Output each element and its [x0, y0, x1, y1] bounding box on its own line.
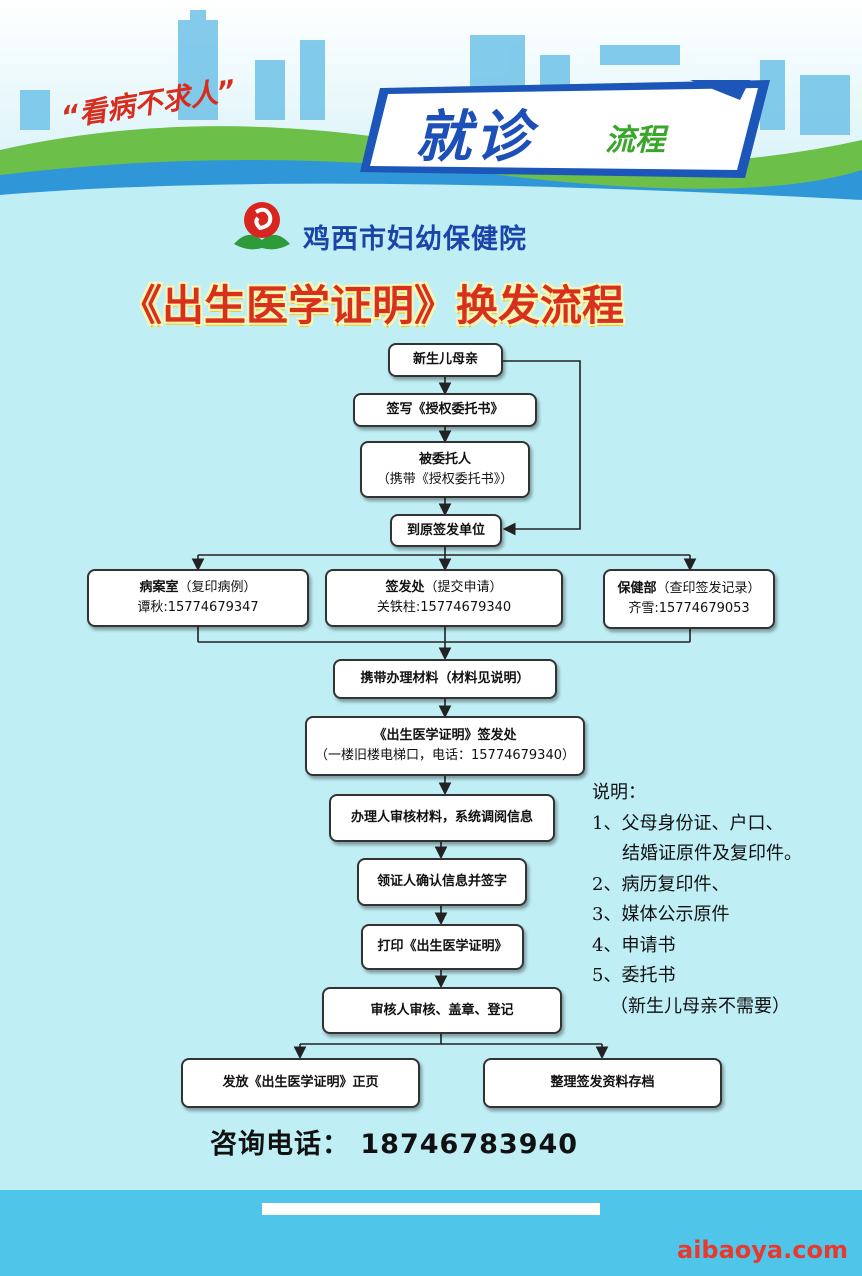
step-sign-authorization: 签写《授权委托书》	[353, 393, 537, 427]
notes-item-1a: 1、父母身份证、户口、	[592, 812, 784, 834]
footer-band	[0, 1190, 862, 1276]
notes-item-4: 4、申请书	[592, 934, 676, 956]
notes-item-5-note: （新生儿母亲不需要）	[610, 995, 790, 1017]
step-audit-stamp: 审核人审核、盖章、登记	[322, 987, 562, 1034]
notes-heading: 说明：	[592, 782, 646, 803]
branch-health-title: 保健部	[617, 581, 657, 596]
consult-phone: 咨询电话： 18746783940	[210, 1129, 579, 1160]
step-delegate: 被委托人 （携带《授权委托书》）	[360, 441, 530, 498]
step-review-materials: 办理人审核材料，系统调阅信息	[329, 794, 555, 842]
page-title: 《出生医学证明》换发流程	[120, 281, 625, 330]
step-print-certificate-label: 打印《出生医学证明》	[377, 939, 508, 954]
watermark: aibaoya.com	[677, 1236, 848, 1264]
branch-records-title: 病案室	[139, 580, 179, 595]
branch-records-room-head: 病案室（复印病例）	[139, 578, 256, 598]
step-original-office-label: 到原签发单位	[406, 522, 485, 538]
step-bring-materials-label: 携带办理材料（材料见说明）	[360, 671, 530, 686]
step-mother: 新生儿母亲	[388, 343, 503, 377]
step-audit-stamp-label: 审核人审核、盖章、登记	[370, 1002, 514, 1018]
step-delegate-title: 被委托人	[418, 451, 471, 467]
banner-sub-text: 流程	[605, 123, 665, 158]
step-issuing-desk-sub: （一楼旧楼电梯口，电话：15774679340）	[315, 748, 575, 763]
end-issue-certificate-label: 发放《出生医学证明》正页	[222, 1075, 379, 1090]
branch-health-note: （查印签发记录）	[656, 581, 761, 596]
end-issue-certificate: 发放《出生医学证明》正页	[181, 1058, 420, 1108]
step-sign-authorization-label: 签写《授权委托书》	[386, 402, 504, 417]
branch-issuing-office-head: 签发处（提交申请）	[385, 578, 502, 598]
notes-item-5: 5、委托书	[592, 965, 676, 986]
branch-records-note: （复印病例）	[178, 580, 257, 595]
notes-item-3: 3、媒体公示原件	[592, 904, 730, 925]
notes-panel: 说明： 1、父母身份证、户口、 结婚证原件及复印件。 2、病历复印件、 3、媒体…	[592, 778, 802, 1022]
end-archive-label: 整理签发资料存档	[550, 1075, 655, 1090]
branch-health-contact: 齐雪:15774679053	[628, 601, 750, 616]
step-print-certificate: 打印《出生医学证明》	[361, 924, 524, 970]
branch-issuing-contact: 关铁柱:15774679340	[376, 600, 512, 615]
hospital-name: 鸡西市妇幼保健院	[303, 224, 527, 255]
banner-main-text: 就诊	[415, 105, 535, 170]
step-mother-label: 新生儿母亲	[412, 352, 478, 367]
notes-item-2: 2、病历复印件、	[592, 873, 730, 895]
step-issuing-desk: 《出生医学证明》签发处 （一楼旧楼电梯口，电话：15774679340）	[305, 716, 585, 776]
step-issuing-desk-title: 《出生医学证明》签发处	[373, 728, 517, 743]
banner-shape	[360, 80, 770, 178]
step-delegate-sub: （携带《授权委托书》）	[376, 471, 514, 487]
step-review-materials-label: 办理人审核材料，系统调阅信息	[350, 810, 533, 825]
branch-issuing-title: 签发处	[385, 580, 425, 595]
notes-item-1b: 结婚证原件及复印件。	[622, 843, 802, 864]
step-bring-materials: 携带办理材料（材料见说明）	[333, 659, 557, 699]
branch-health-dept: 保健部（查印签发记录） 齐雪:15774679053	[603, 569, 775, 629]
hospital-logo-icon	[234, 202, 290, 250]
branch-issuing-office: 签发处（提交申请） 关铁柱:15774679340	[325, 569, 563, 627]
branch-issuing-note: （提交申请）	[424, 580, 503, 595]
step-confirm-sign-label: 领证人确认信息并签字	[376, 874, 507, 889]
branch-records-room: 病案室（复印病例） 谭秋:15774679347	[87, 569, 309, 627]
step-original-office: 到原签发单位	[390, 514, 502, 547]
step-confirm-sign: 领证人确认信息并签字	[357, 858, 527, 906]
end-archive: 整理签发资料存档	[483, 1058, 722, 1108]
branch-health-dept-head: 保健部（查印签发记录）	[617, 579, 760, 599]
branch-records-contact: 谭秋:15774679347	[137, 600, 259, 615]
